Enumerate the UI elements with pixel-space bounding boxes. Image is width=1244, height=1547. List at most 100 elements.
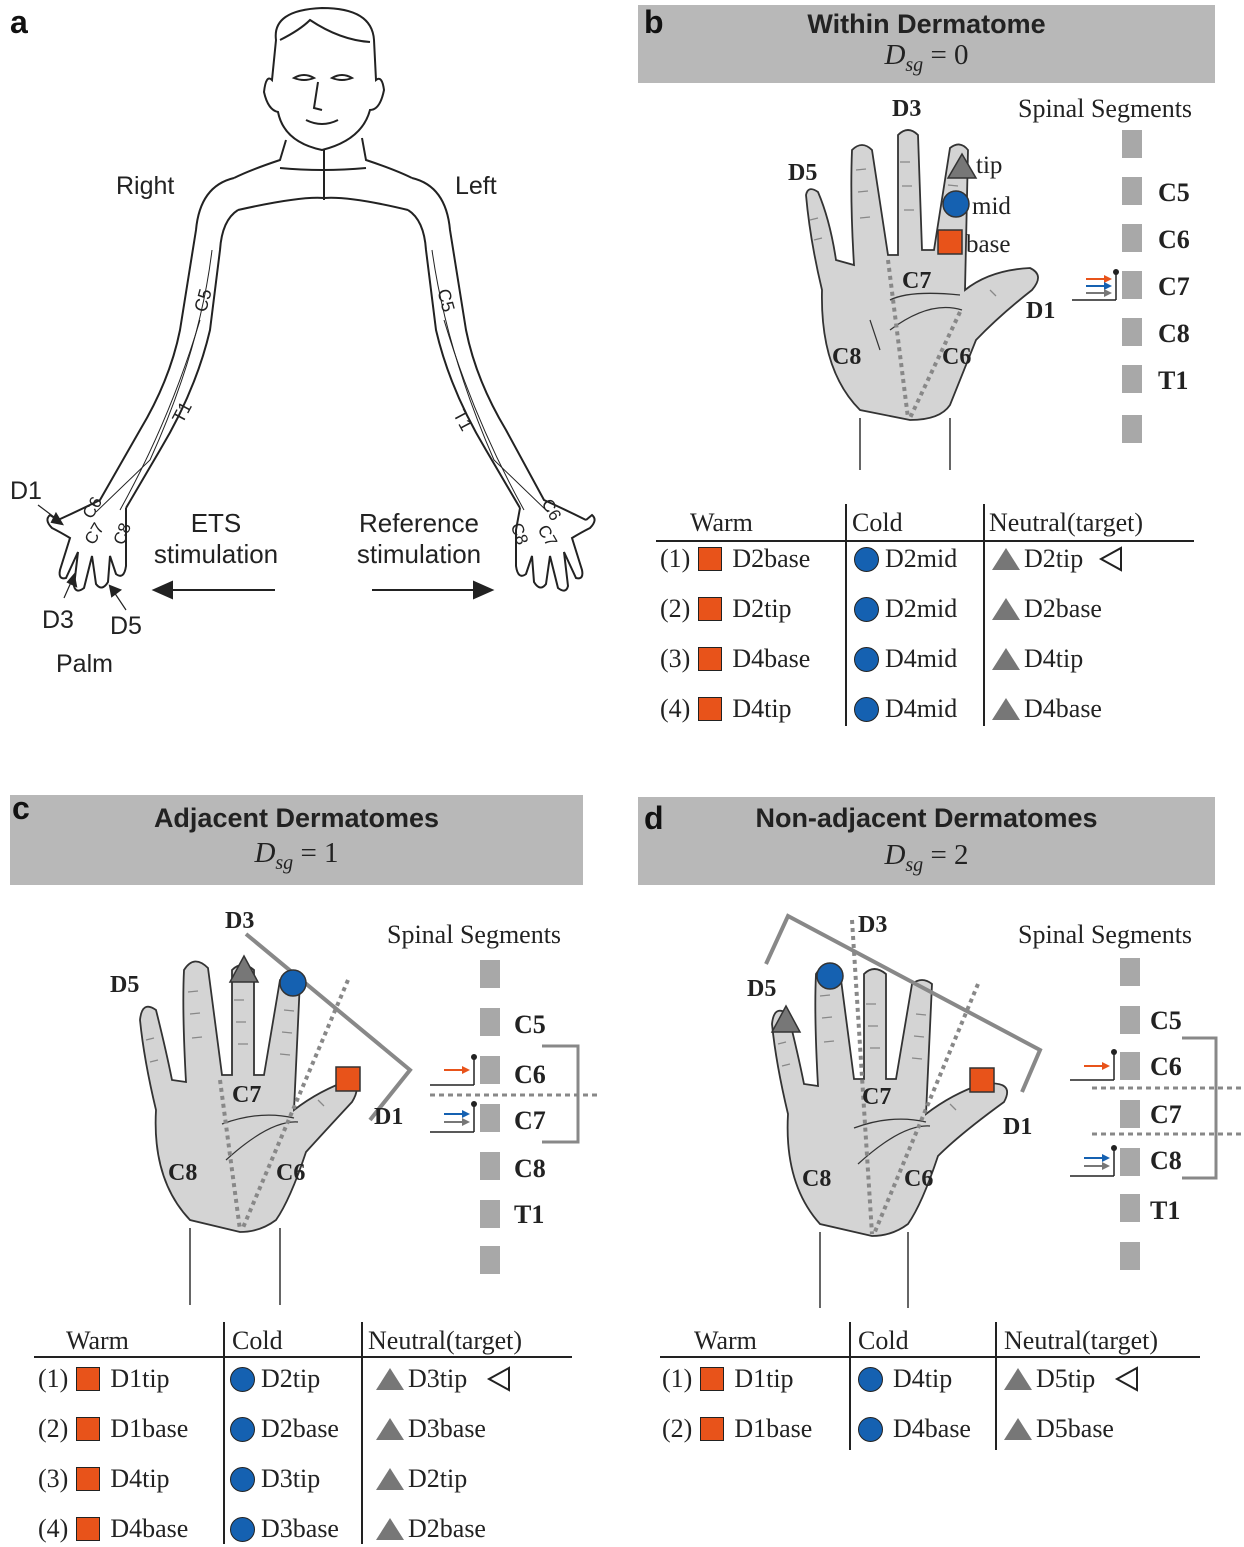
panel-c-letter: c: [12, 790, 30, 827]
cold-circle-icon: [854, 697, 879, 722]
panel-d-letter: d: [644, 800, 664, 837]
finger-label-d5: D5: [110, 612, 142, 641]
table-row: (4)D4tip: [660, 694, 792, 724]
neutral-cell: D2base: [408, 1514, 486, 1544]
warm-cell: D1tip: [110, 1364, 169, 1394]
row-number: (1): [662, 1364, 692, 1394]
panel-d-table-vline-2: [995, 1322, 997, 1450]
cold-cell: D2base: [261, 1414, 339, 1444]
row-number: (2): [660, 594, 690, 624]
panel-c-header-warm: Warm: [66, 1326, 129, 1356]
reference-label: Reference stimulation: [346, 508, 492, 570]
neutral-triangle-icon: [992, 648, 1020, 670]
panel-c-eq-sub: sg: [275, 852, 293, 874]
cold-circle-icon: [858, 1367, 883, 1392]
panel-b-label-c6: C6: [942, 344, 971, 371]
row-number: (1): [660, 544, 690, 574]
warm-cell: D1base: [734, 1414, 812, 1444]
panel-c-table-vline-2: [361, 1322, 363, 1544]
panel-c-seg-t1: T1: [514, 1200, 544, 1230]
neutral-cell: D4base: [1024, 694, 1102, 724]
panel-b-table-vline-2: [983, 504, 985, 726]
neutral-triangle-icon: [1004, 1368, 1032, 1390]
neutral-triangle-icon: [376, 1418, 404, 1440]
panel-d-title: Non-adjacent Dermatomes: [638, 803, 1215, 833]
warm-square-icon: [698, 697, 722, 721]
table-row: (2)D1base: [662, 1414, 812, 1444]
warm-cell: D4tip: [732, 694, 791, 724]
cold-cell: D2mid: [885, 594, 957, 624]
panel-d-seg-c8: C8: [1150, 1146, 1182, 1176]
warm-cell: D2base: [732, 544, 810, 574]
panel-d-label-d1: D1: [1003, 1114, 1032, 1141]
cold-cell: D3tip: [261, 1464, 320, 1494]
panel-d-header-warm: Warm: [694, 1326, 757, 1356]
panel-d-table-rule: [660, 1356, 1200, 1358]
table-cell-neutral: D2tip: [376, 1464, 467, 1494]
table-cell-neutral: D4base: [992, 694, 1102, 724]
table-row: (3)D4base: [660, 644, 810, 674]
panel-b-seg-c5: C5: [1158, 178, 1190, 208]
panel-b-eq-rest: = 0: [923, 39, 968, 71]
panel-c-label-c7: C7: [232, 1082, 261, 1109]
neutral-cell: D5tip: [1036, 1364, 1095, 1394]
panel-b-label-d1: D1: [1026, 298, 1055, 325]
cold-circle-icon: [858, 1417, 883, 1442]
warm-square-icon: [76, 1417, 100, 1441]
cold-circle-icon: [854, 647, 879, 672]
panel-c-header-cold: Cold: [232, 1326, 283, 1356]
warm-square-icon: [76, 1367, 100, 1391]
table-cell-neutral: D5base: [1004, 1414, 1114, 1444]
table-cell-cold: D2mid: [854, 594, 957, 624]
warm-square-icon: [700, 1367, 724, 1391]
panel-c-eq-rest: = 1: [293, 837, 338, 869]
table-cell-cold: D4base: [858, 1414, 971, 1444]
panel-d-label-c8: C8: [802, 1166, 831, 1193]
cold-cell: D4mid: [885, 694, 957, 724]
panel-b-seg-c7: C7: [1158, 272, 1190, 302]
panel-b-hand: [790, 100, 1090, 480]
cold-cell: D2tip: [261, 1364, 320, 1394]
neutral-triangle-icon: [992, 548, 1020, 570]
table-cell-neutral: D5tip: [1004, 1364, 1141, 1394]
panel-c-seg-c5: C5: [514, 1010, 546, 1040]
panel-b-label-c7: C7: [902, 268, 931, 295]
panel-c-label-d3: D3: [225, 908, 254, 935]
table-row: (1)D1tip: [38, 1364, 170, 1394]
panel-c-label-c6: C6: [276, 1160, 305, 1187]
panel-d-header: Non-adjacent Dermatomes Dsg = 2: [638, 797, 1215, 885]
panel-d-spinal-title: Spinal Segments: [1018, 920, 1192, 950]
body-figure: [0, 0, 620, 700]
panel-d-seg-c7: C7: [1150, 1100, 1182, 1130]
panel-d-seg-t1: T1: [1150, 1196, 1180, 1226]
neutral-cell: D5base: [1036, 1414, 1114, 1444]
table-row: (1)D1tip: [662, 1364, 794, 1394]
warm-cell: D4base: [110, 1514, 188, 1544]
table-cell-cold: D4mid: [854, 644, 957, 674]
right-label: Right: [116, 172, 174, 201]
neutral-triangle-icon: [376, 1468, 404, 1490]
table-row: (4)D4base: [38, 1514, 188, 1544]
table-cell-neutral: D3tip: [376, 1364, 513, 1394]
table-cell-cold: D2base: [230, 1414, 339, 1444]
panel-c-label-c8: C8: [168, 1160, 197, 1187]
panel-c-eq-var: D: [254, 837, 275, 869]
cold-cell: D4base: [893, 1414, 971, 1444]
cold-cell: D4tip: [893, 1364, 952, 1394]
panel-c-seg-c6: C6: [514, 1060, 546, 1090]
left-label: Left: [455, 172, 497, 201]
table-cell-cold: D4mid: [854, 694, 957, 724]
table-row: (2)D2tip: [660, 594, 792, 624]
panel-d-header-cold: Cold: [858, 1326, 909, 1356]
neutral-cell: D2tip: [408, 1464, 467, 1494]
neutral-triangle-icon: [992, 598, 1020, 620]
panel-b-marker-base: base: [966, 231, 1010, 259]
neutral-triangle-icon: [376, 1368, 404, 1390]
panel-b-spinal-title: Spinal Segments: [1018, 94, 1192, 124]
panel-b-header-cold: Cold: [852, 508, 903, 538]
cold-cell: D2mid: [885, 544, 957, 574]
table-cell-cold: D3tip: [230, 1464, 320, 1494]
panel-d-eq-var: D: [884, 839, 905, 871]
reference-label-line1: Reference: [346, 508, 492, 539]
finger-label-d3: D3: [42, 606, 74, 635]
